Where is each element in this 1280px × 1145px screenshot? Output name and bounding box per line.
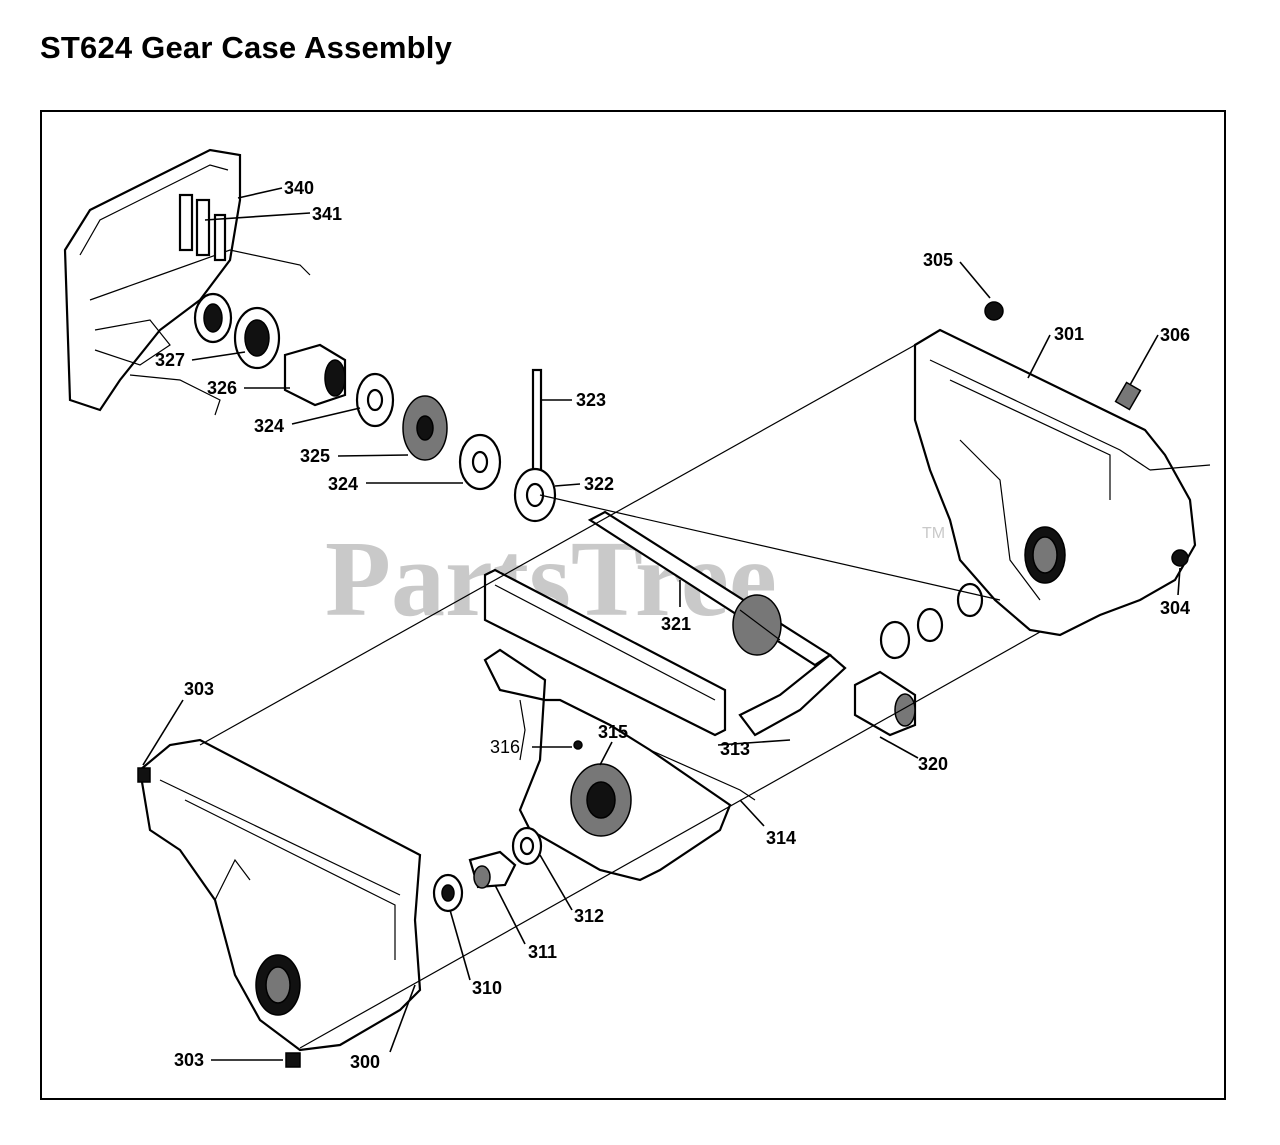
callout-324-lower: 324 xyxy=(328,474,358,494)
callout-327: 327 xyxy=(155,350,185,370)
callout-320: 320 xyxy=(918,754,948,774)
center-bracket-313 xyxy=(483,648,756,882)
callout-301: 301 xyxy=(1054,324,1084,344)
nut-304 xyxy=(1171,549,1189,567)
pin-323 xyxy=(531,368,543,472)
shaft-313-320 xyxy=(738,582,984,737)
callout-324-upper: 324 xyxy=(254,416,284,436)
callout-323: 323 xyxy=(576,390,606,410)
callout-labels: 340 341 327 326 324 325 324 323 322 305 … xyxy=(155,178,1190,1072)
callout-314: 314 xyxy=(766,828,796,848)
callout-312: 312 xyxy=(574,906,604,926)
callout-325: 325 xyxy=(300,446,330,466)
callout-341: 341 xyxy=(312,204,342,224)
right-housing-301 xyxy=(913,328,1211,637)
callout-322: 322 xyxy=(584,474,614,494)
callout-303-upper: 303 xyxy=(184,679,214,699)
bearing-327 xyxy=(233,306,281,370)
callout-321: 321 xyxy=(661,614,691,634)
bushing-311 xyxy=(468,850,517,889)
callout-311: 311 xyxy=(528,942,557,962)
washer-312 xyxy=(511,826,543,866)
upper-housing-drawing xyxy=(63,148,311,416)
callout-316: 316 xyxy=(490,737,520,757)
leader-lines xyxy=(142,187,1181,1061)
fitting-306 xyxy=(1114,381,1142,411)
callout-310: 310 xyxy=(472,978,502,998)
washer-322 xyxy=(513,467,557,523)
gear-325 xyxy=(402,395,448,461)
callout-303-lower: 303 xyxy=(174,1050,204,1070)
washer-310 xyxy=(432,873,464,913)
page-title: ST624 Gear Case Assembly xyxy=(40,30,453,65)
callout-305: 305 xyxy=(923,250,953,270)
washer-324-lower xyxy=(458,433,502,491)
watermark-trademark: TM xyxy=(922,525,945,542)
screw-303-lower xyxy=(285,1052,301,1068)
callout-326: 326 xyxy=(207,378,237,398)
callout-315: 315 xyxy=(598,722,628,742)
callout-304: 304 xyxy=(1160,598,1190,618)
nut-305 xyxy=(984,301,1004,321)
callout-300: 300 xyxy=(350,1052,380,1072)
diagram-frame xyxy=(40,110,1226,1100)
shaft-321-assembly xyxy=(483,510,833,737)
screw-303-upper xyxy=(137,767,151,783)
callout-313: 313 xyxy=(720,739,750,759)
left-housing-300 xyxy=(138,738,422,1052)
washer-324-upper xyxy=(355,372,395,428)
bushing-326 xyxy=(283,343,347,407)
callout-340: 340 xyxy=(284,178,314,198)
callout-306: 306 xyxy=(1160,325,1190,345)
